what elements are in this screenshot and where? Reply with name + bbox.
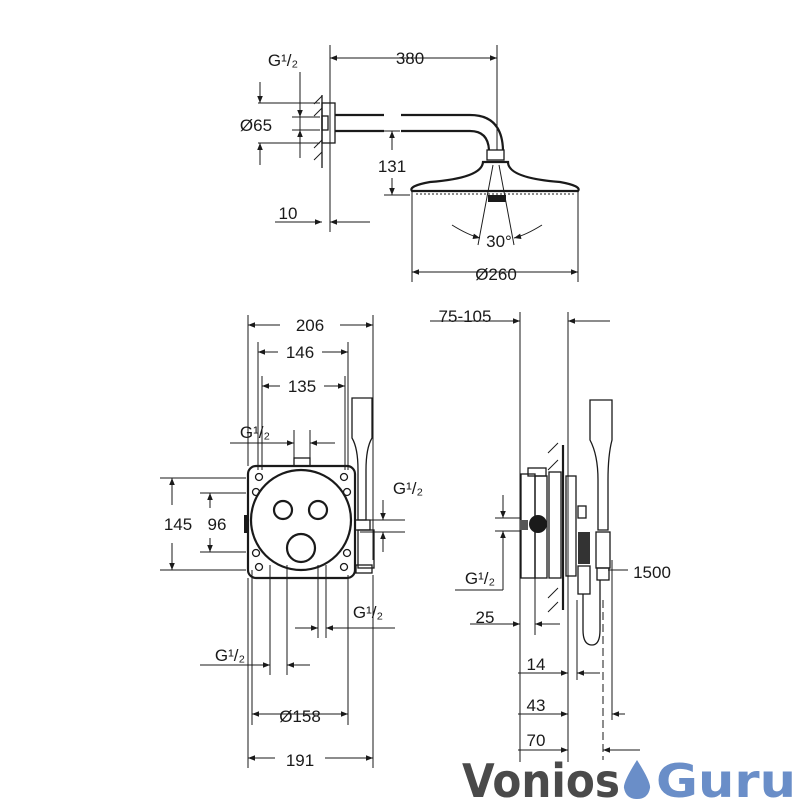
watermark-text-blue: Guru	[656, 754, 796, 800]
label-width-135: 135	[288, 377, 316, 396]
label-depth-14: 14	[527, 655, 546, 674]
label-depth-25: 25	[476, 608, 495, 627]
label-thread-arm: G¹/₂	[268, 51, 298, 70]
label-thread-right: G¹/₂	[393, 479, 423, 498]
label-height-96: 96	[208, 515, 227, 534]
label-thread-top: G¹/₂	[240, 423, 270, 442]
label-depth-range: 75-105	[439, 307, 492, 326]
label-width-146: 146	[286, 343, 314, 362]
label-hose-length: 1500	[633, 563, 671, 582]
mixer-side-view: 75-105 G¹/₂ 1500 25 14 43 70	[430, 307, 671, 762]
label-depth-70: 70	[527, 731, 546, 750]
label-thread-bottom-right: G¹/₂	[353, 603, 383, 622]
label-flange-diameter: Ø65	[240, 116, 272, 135]
label-thread-bottom-left: G¹/₂	[215, 646, 245, 665]
label-width-191: 191	[286, 751, 314, 770]
mixer-front-view: 206 146 135 G¹/₂ G¹/₂ 145 96 G¹/₂ G¹/₂ Ø…	[160, 315, 423, 770]
label-spray-angle: 30°	[486, 232, 512, 251]
label-width-206: 206	[296, 316, 324, 335]
label-diameter-158: Ø158	[279, 707, 321, 726]
label-head-diameter: Ø260	[475, 265, 517, 284]
label-height-145: 145	[164, 515, 192, 534]
watermark-text-dark: Vonios	[462, 754, 620, 800]
label-arm-length: 380	[396, 49, 424, 68]
label-drop: 131	[378, 157, 406, 176]
label-thread-side: G¹/₂	[465, 569, 495, 588]
label-depth-43: 43	[527, 696, 546, 715]
label-wall-gap: 10	[279, 204, 298, 223]
water-drop-icon	[623, 760, 651, 799]
shower-head-view: G¹/₂ 380 Ø65 131 10 30° Ø260	[240, 45, 580, 284]
watermark-logo: Vonios Guru	[462, 754, 796, 800]
